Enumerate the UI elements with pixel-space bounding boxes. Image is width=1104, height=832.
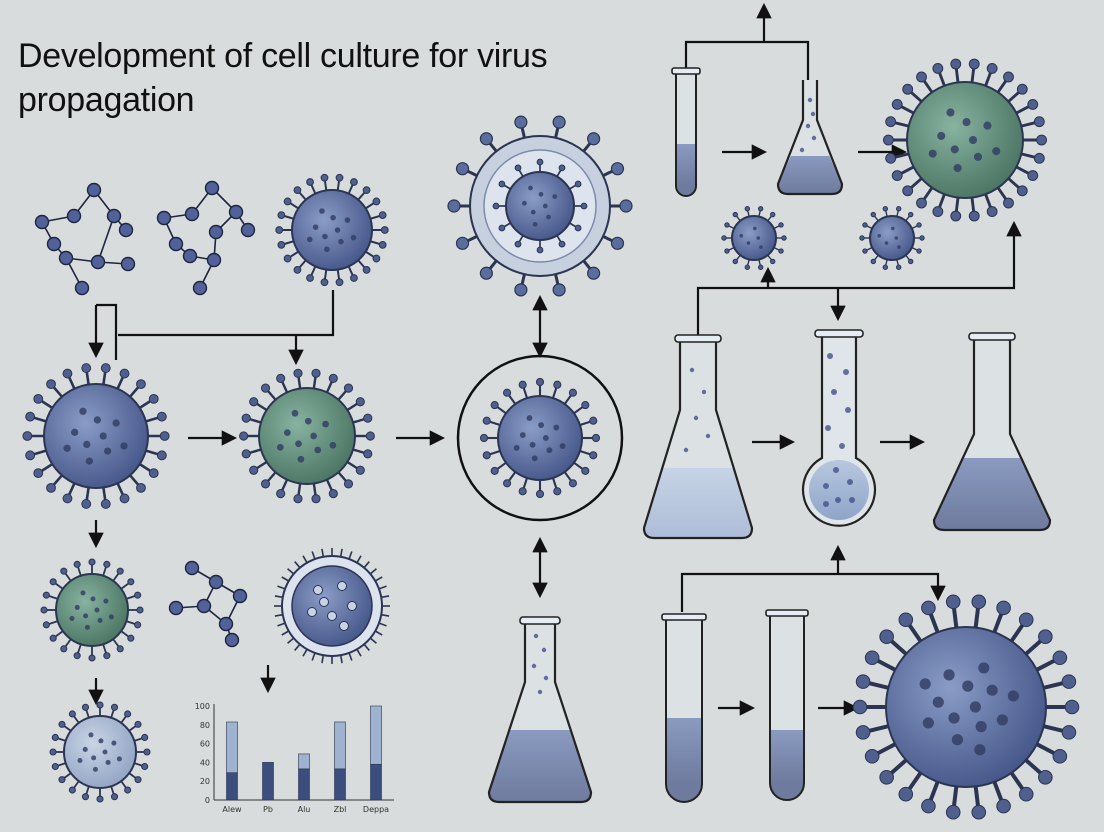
erlenmeyer-flask [932,332,1052,532]
spotted-cell [274,548,390,664]
green-virus [239,368,375,504]
y-tick-label: 80 [200,721,210,730]
connector-line [96,303,118,360]
y-tick-label: 100 [195,702,210,711]
x-tick-label: Alu [298,805,311,814]
erlenmeyer-flask [487,616,593,804]
erlenmeyer-flask [642,334,754,540]
bar-upper [334,721,346,770]
y-tick-label: 60 [200,740,210,749]
connector-arrow [680,572,946,612]
erlenmeyer-flask [776,80,844,196]
y-tick-label: 40 [200,758,210,767]
blue-virus-giant [852,594,1080,820]
bar-upper [226,721,238,774]
inner-virus-core [492,158,588,254]
tiny-virus [859,206,925,270]
bar-lower [262,762,274,801]
x-tick-label: Deppa [363,805,389,814]
blue-virus-large [22,363,170,509]
bar-lower [226,772,238,801]
bar-lower [298,768,310,801]
test-tube [765,609,809,801]
bar-upper [370,705,382,765]
x-tick-label: Alew [222,805,242,814]
molecule-structure [156,180,256,296]
flow-arrows [88,2,1022,716]
y-tick-label: 0 [205,796,210,805]
molecule-structure [168,560,248,648]
tiny-virus [721,206,787,270]
green-virus-large [883,58,1047,222]
round-bottom-flask [801,329,877,527]
connector-line [118,290,335,337]
diagram-objects [22,58,1080,820]
circled-virus [456,354,624,522]
diagram-title: Development of cell culture for virus pr… [18,37,548,119]
x-tick-label: Pb [263,805,273,814]
virus-in-circle [479,377,601,499]
y-tick-label: 20 [200,777,210,786]
connector-arrow [696,220,1022,335]
test-tube [661,613,707,803]
bar-lower [334,768,346,801]
green-virus-small [40,558,144,662]
test-tube [671,67,701,197]
light-virus-small [49,701,151,803]
bar-upper [298,753,310,770]
connector-line [684,40,810,80]
blue-virus-small [275,173,389,287]
bar-lower [370,763,382,801]
molecule-structure [34,182,136,296]
x-tick-label: Zbl [334,805,347,814]
